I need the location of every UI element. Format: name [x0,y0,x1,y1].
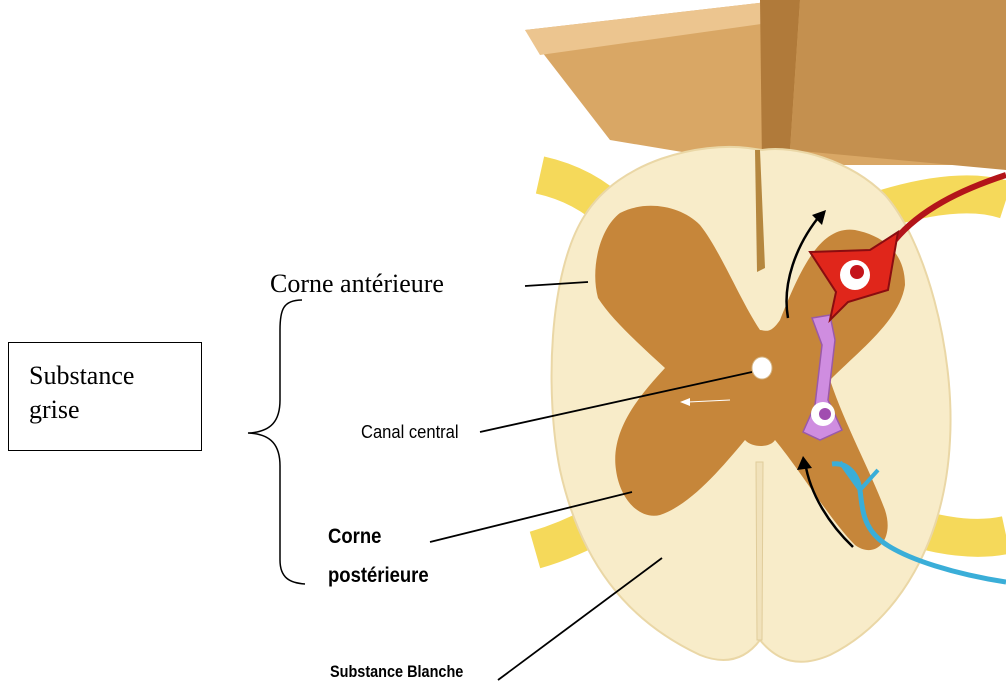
corne-posterieure-label-line2: postérieure [328,564,429,588]
spinal-column-3d [525,0,1006,170]
canal-central-label: Canal central [361,422,459,443]
posterior-sulcus [756,462,763,640]
substance-grise-box: Substance grise [8,342,202,451]
substance-blanche-label: Substance Blanche [330,662,463,682]
corne-anterieure-label: Corne antérieure [270,269,444,299]
curly-brace [248,300,305,584]
central-canal [752,357,772,379]
corne-posterieure-label-line1: Corne [328,525,381,549]
substance-grise-label: Substance grise [29,359,189,427]
leader-substance-blanche [498,558,662,680]
